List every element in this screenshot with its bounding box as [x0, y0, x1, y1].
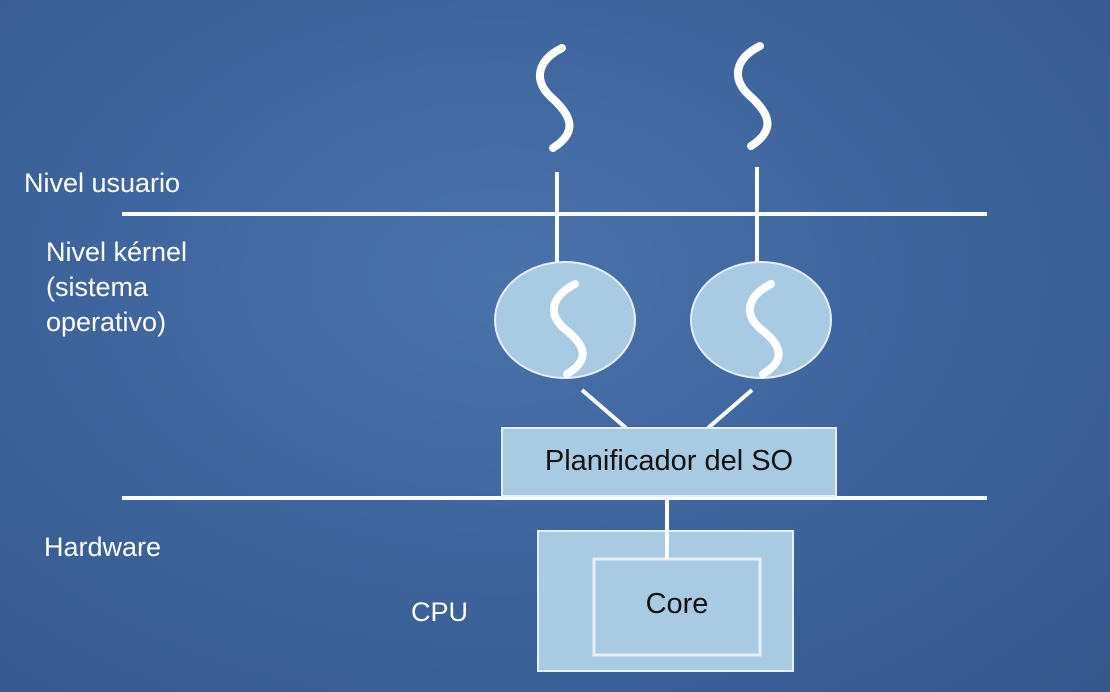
- core-box: [592, 557, 762, 657]
- kernel-level-label: Nivel kérnel (sistema operativo): [46, 235, 187, 340]
- user-thread-2-icon: [734, 42, 772, 150]
- kernel-level-label-line1: Nivel kérnel: [46, 237, 188, 267]
- user-thread-1-icon: [536, 44, 574, 152]
- kernel-thread-1: [494, 261, 636, 379]
- kernel-thread-2-icon: [745, 280, 783, 378]
- kernel-thread-1-icon: [549, 280, 587, 378]
- hardware-level-label: Hardware: [44, 532, 162, 562]
- kernel-level-label-line3: operativo): [46, 307, 167, 337]
- scheduler-box: [501, 427, 837, 497]
- kernel-level-label-line2: (sistema: [46, 272, 149, 302]
- user-level-label: Nivel usuario: [24, 168, 181, 198]
- core-label: Core: [645, 588, 709, 620]
- connector-kernel-scheduler-2: [706, 388, 754, 430]
- cpu-label: CPU: [411, 597, 469, 627]
- connector-kernel-scheduler-1: [580, 388, 628, 430]
- kernel-thread-2: [690, 261, 832, 379]
- scheduler-label: Planificador del SO: [544, 445, 794, 477]
